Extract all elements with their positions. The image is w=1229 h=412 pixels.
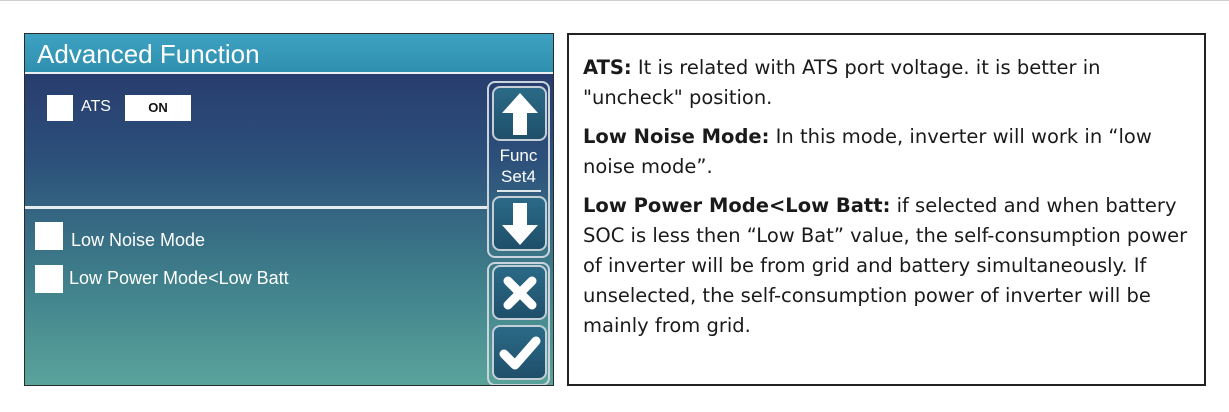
action-button-group xyxy=(487,262,550,385)
low-power-mode-checkbox[interactable] xyxy=(35,265,63,293)
low-power-mode-description: Low Power Mode<Low Batt: if selected and… xyxy=(583,191,1190,341)
low-power-mode-text: if selected and when battery SOC is less… xyxy=(583,194,1188,337)
function-set-divider xyxy=(497,190,541,192)
screen-header: Advanced Function xyxy=(25,34,553,74)
function-set-label: Func Set4 xyxy=(487,145,550,187)
confirm-button[interactable] xyxy=(492,325,547,380)
description-box: ATS: It is related with ATS port voltage… xyxy=(567,33,1206,386)
ats-term: ATS: xyxy=(583,56,632,79)
function-set-label-line2: Set4 xyxy=(501,167,536,186)
low-noise-mode-description: Low Noise Mode: In this mode, inverter w… xyxy=(583,122,1190,182)
arrow-down-icon xyxy=(501,202,538,245)
low-noise-mode-term: Low Noise Mode: xyxy=(583,125,770,148)
function-set-label-line1: Func xyxy=(499,146,538,165)
cancel-button[interactable] xyxy=(492,265,547,320)
low-power-mode-term: Low Power Mode<Low Batt: xyxy=(583,194,891,217)
ats-text: It is related with ATS port voltage. it … xyxy=(583,56,1101,109)
low-noise-mode-label: Low Noise Mode xyxy=(71,230,206,250)
page-down-button[interactable] xyxy=(492,196,547,251)
inverter-lcd-screen: Advanced Function ATS ON Low Noise Mode … xyxy=(24,33,554,386)
arrow-up-icon xyxy=(501,92,538,135)
low-noise-mode-text: In this mode, inverter will work in “low… xyxy=(583,125,1152,178)
page-title: Advanced Function xyxy=(37,39,260,69)
check-icon xyxy=(499,336,540,369)
low-noise-mode-checkbox[interactable] xyxy=(35,222,63,250)
ats-checkbox[interactable] xyxy=(47,95,73,121)
ats-panel xyxy=(25,76,487,209)
ats-value-field[interactable]: ON xyxy=(125,95,191,121)
navigation-button-group xyxy=(487,81,550,258)
page-up-button[interactable] xyxy=(492,86,547,141)
ats-label: ATS xyxy=(81,98,111,115)
close-icon xyxy=(503,276,536,309)
top-divider xyxy=(0,0,1229,1)
low-power-mode-label: Low Power Mode<Low Batt xyxy=(69,268,289,288)
ats-description: ATS: It is related with ATS port voltage… xyxy=(583,53,1190,113)
